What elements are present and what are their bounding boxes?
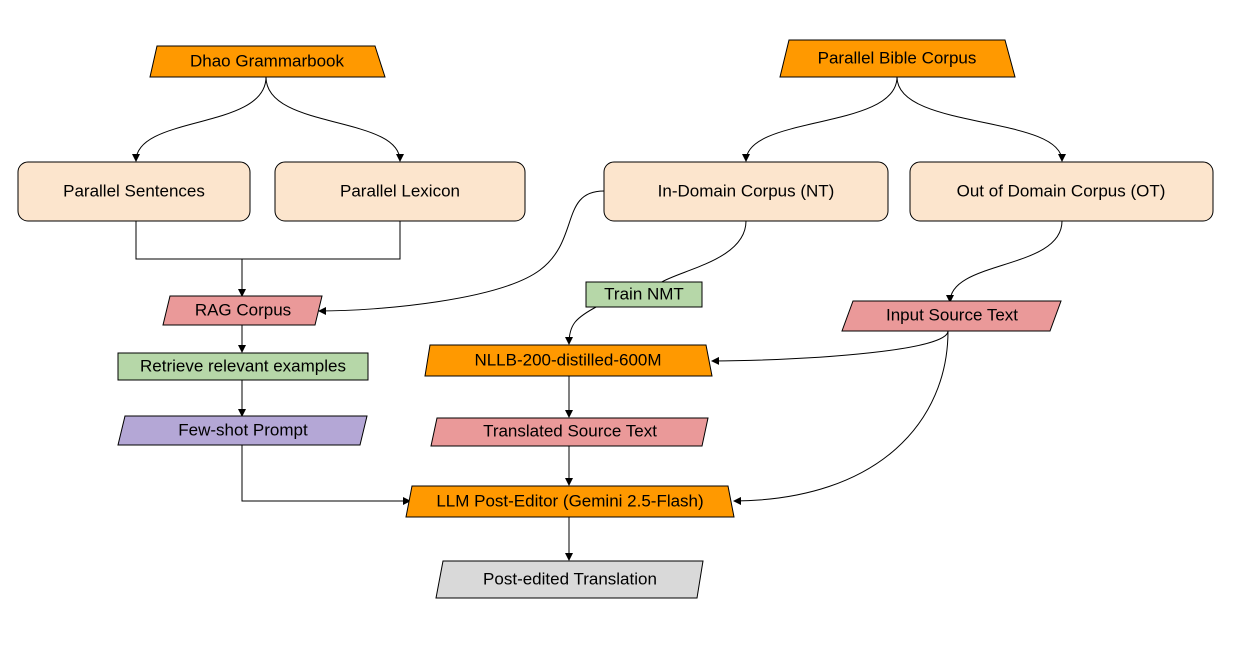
edge-bible-ot — [896, 76, 1066, 162]
rounded-box — [909, 161, 1214, 222]
parallelogram-shape — [117, 415, 368, 446]
node-label: LLM Post-Editor (Gemini 2.5-Flash) — [436, 491, 703, 510]
node-label: Train NMT — [604, 284, 684, 303]
node-nllb-model: NLLB-200-distilled-600M — [424, 344, 713, 377]
edge-nt-rag — [318, 190, 605, 315]
node-parallel-sentences: Parallel Sentences — [17, 161, 251, 222]
box-shape — [117, 352, 369, 381]
trapezoid-shape — [149, 45, 386, 78]
node-label: Retrieve relevant examples — [140, 356, 346, 375]
parallelogram-shape — [435, 560, 704, 599]
node-input-source-text: Input Source Text — [841, 300, 1062, 332]
edge-grammarbook-sentences — [132, 76, 267, 162]
node-dhao-grammarbook: Dhao Grammarbook — [149, 45, 386, 78]
node-label: Post-edited Translation — [483, 569, 657, 588]
node-label: Dhao Grammarbook — [190, 51, 345, 70]
edge-grammarbook-lexicon — [265, 76, 404, 162]
node-train-nmt: Train NMT — [585, 281, 703, 308]
edge-ot-input — [946, 220, 1063, 303]
edge-fewshot-llm — [241, 445, 411, 505]
edge-nt-train — [659, 220, 747, 284]
trapezoid-shape — [779, 39, 1016, 78]
trapezoid-shape — [405, 485, 735, 518]
node-in-domain-corpus: In-Domain Corpus (NT) — [603, 161, 889, 222]
node-out-of-domain-corpus: Out of Domain Corpus (OT) — [909, 161, 1214, 222]
node-label: Input Source Text — [886, 305, 1018, 324]
node-llm-post-editor: LLM Post-Editor (Gemini 2.5-Flash) — [405, 485, 735, 518]
edge-sentences-join — [135, 221, 401, 260]
node-parallel-bible-corpus: Parallel Bible Corpus — [779, 39, 1016, 78]
edge-input-llm — [733, 330, 949, 505]
node-label: Parallel Lexicon — [340, 181, 460, 200]
node-label: In-Domain Corpus (NT) — [658, 181, 835, 200]
node-label: Translated Source Text — [483, 421, 657, 440]
parallelogram-shape — [841, 300, 1062, 332]
node-label: RAG Corpus — [195, 300, 291, 319]
trapezoid-shape — [424, 344, 713, 377]
node-rag-corpus: RAG Corpus — [162, 295, 323, 326]
node-label: Parallel Bible Corpus — [818, 48, 977, 67]
rounded-box — [603, 161, 889, 222]
edge-input-nllb — [711, 330, 949, 365]
node-label: Few-shot Prompt — [178, 420, 308, 439]
node-post-edited-translation: Post-edited Translation — [435, 560, 704, 599]
node-few-shot-prompt: Few-shot Prompt — [117, 415, 368, 446]
edge-bible-nt — [742, 76, 898, 162]
node-label: NLLB-200-distilled-600M — [474, 350, 661, 369]
node-parallel-lexicon: Parallel Lexicon — [274, 161, 526, 222]
node-label: Parallel Sentences — [63, 181, 205, 200]
rounded-box — [274, 161, 526, 222]
parallelogram-shape — [430, 417, 709, 447]
node-translated-source-text: Translated Source Text — [430, 417, 709, 447]
edges — [132, 76, 1066, 561]
parallelogram-shape — [162, 295, 323, 326]
node-retrieve-examples: Retrieve relevant examples — [117, 352, 369, 381]
node-label: Out of Domain Corpus (OT) — [957, 181, 1166, 200]
edge-train-nllb — [565, 305, 599, 345]
box-shape — [585, 281, 703, 308]
rounded-box — [17, 161, 251, 222]
